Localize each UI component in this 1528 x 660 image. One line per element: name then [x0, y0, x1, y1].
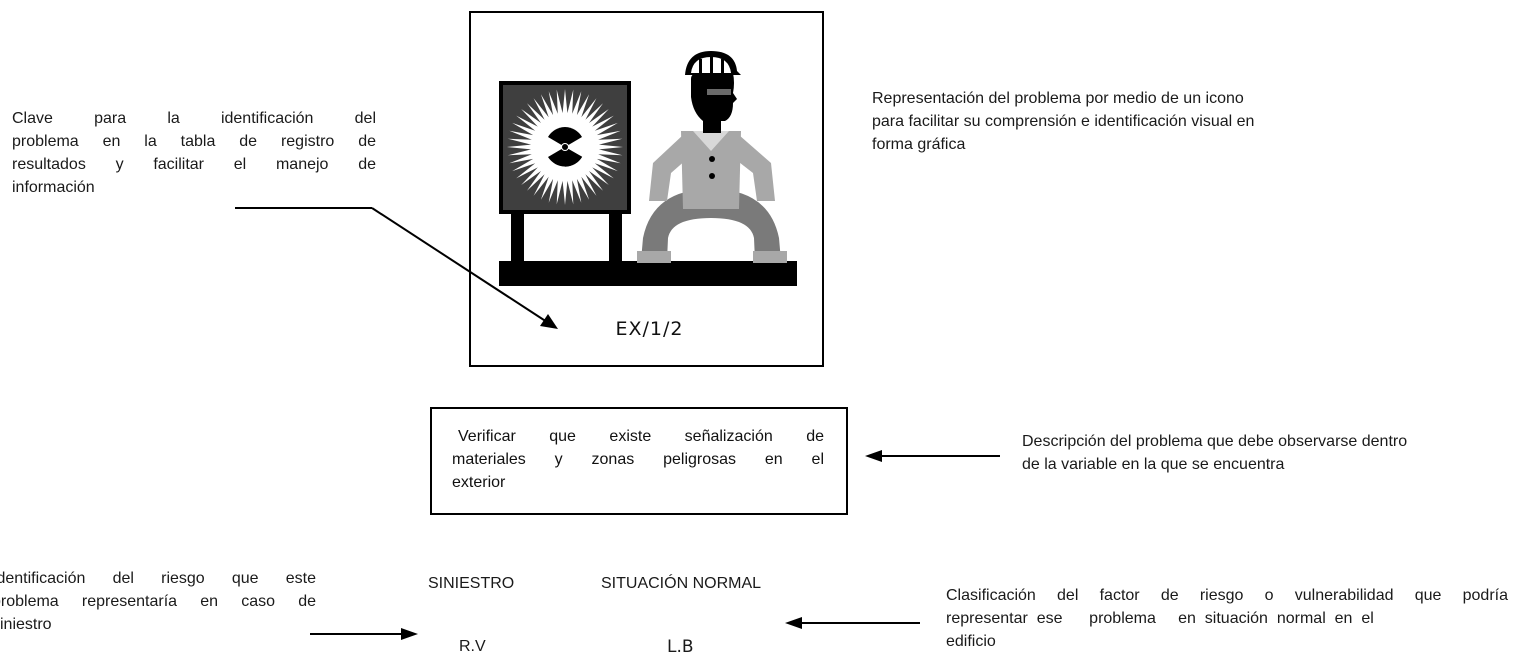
siniestro-header: SINIESTRO — [428, 575, 515, 592]
problem-code: EX/1/2 — [615, 318, 684, 340]
classification-annotation-line: Clasificación del factor de riesgo o vul… — [946, 587, 1508, 604]
key-annotation-line: Clave para la identificación del — [12, 110, 376, 127]
risk-annotation: Identificación del riesgo que este probl… — [0, 567, 316, 636]
classification-annotation: Clasificación del factor de riesgo o vul… — [946, 584, 1508, 653]
risk-arrow — [310, 628, 418, 640]
description-arrow — [865, 450, 1000, 462]
description-line: materiales y zonas peligrosas en el — [452, 451, 824, 468]
icon-box: EX/1/2 — [469, 11, 824, 367]
radiation-worker-icon — [499, 51, 797, 286]
description-annotation-line: de la variable en la que se encuentra — [1022, 456, 1285, 473]
siniestro-value: R.V — [459, 638, 486, 655]
icon-annotation-line: para facilitar su comprensión e identifi… — [872, 113, 1255, 130]
key-annotation-line: resultados y facilitar el manejo de — [12, 156, 376, 173]
situacion-normal-value: L.B — [667, 637, 694, 657]
description-annotation-line: Descripción del problema que debe observ… — [1022, 433, 1408, 450]
classification-annotation-line: edificio — [946, 633, 996, 650]
risk-annotation-line: siniestro — [0, 616, 52, 633]
classification-annotation-line: representar ese problema en situación no… — [946, 610, 1374, 627]
classification-arrow — [785, 617, 920, 629]
key-annotation: Clave para la identificación del problem… — [12, 107, 376, 199]
icon-annotation-line: forma gráfica — [872, 136, 966, 153]
description-line: Verificar que existe señalización de — [458, 428, 824, 445]
key-annotation-line: información — [12, 179, 95, 196]
icon-annotation-line: Representación del problema por medio de… — [872, 90, 1244, 107]
icon-annotation: Representación del problema por medio de… — [872, 87, 1312, 156]
key-arrow — [235, 207, 558, 329]
key-annotation-line: problema en la tabla de registro de — [12, 133, 376, 150]
situacion-normal-header: SITUACIÓN NORMAL — [601, 575, 762, 592]
description-annotation: Descripción del problema que debe observ… — [1022, 430, 1522, 476]
description-line: exterior — [452, 474, 506, 491]
description-box: Verificar que existe señalización de mat… — [430, 407, 848, 515]
risk-annotation-line: problema representaría en caso de — [0, 593, 316, 610]
risk-annotation-line: Identificación del riesgo que este — [0, 570, 316, 587]
radiation-trefoil-icon — [548, 127, 583, 167]
